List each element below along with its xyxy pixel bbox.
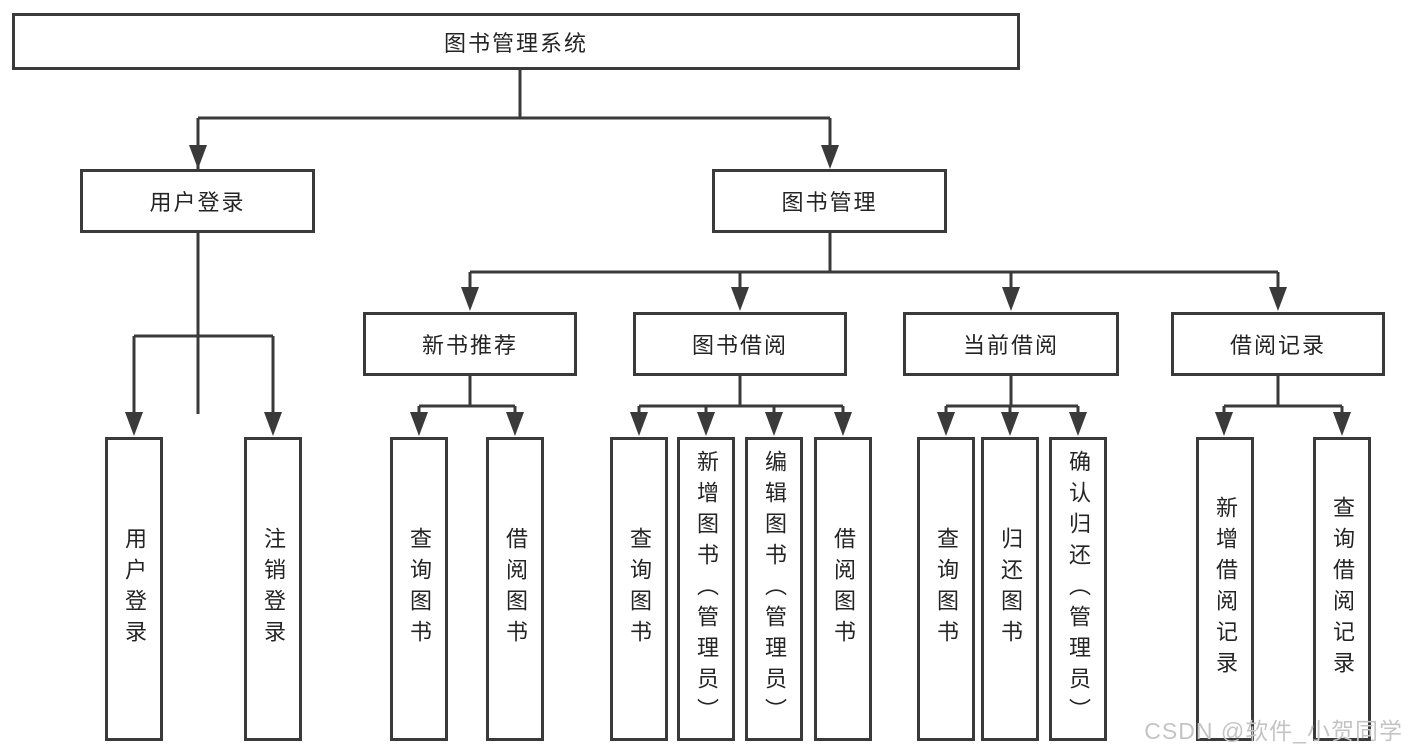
- leaf-label: 查询图书: [934, 527, 959, 651]
- leaf-query-books-current: 查询图书: [917, 437, 975, 741]
- node-book-management-system: 图书管理系统: [12, 13, 1020, 70]
- leaf-label: 注销登录: [261, 527, 286, 651]
- leaf-logout: 注销登录: [244, 437, 302, 741]
- leaf-query-books-borrowing: 查询图书: [610, 437, 668, 741]
- leaf-query-borrow-record: 查询借阅记录: [1313, 437, 1371, 741]
- leaf-label: 查询图书: [627, 527, 652, 651]
- leaf-label: 用户登录: [122, 527, 147, 651]
- leaf-add-book-admin: 新增图书（管理员）: [677, 437, 735, 741]
- leaf-label: 新增借阅记录: [1213, 496, 1238, 682]
- leaf-label: 借阅图书: [503, 527, 528, 651]
- csdn-watermark: CSDN @软件_小贺同学: [1144, 718, 1403, 744]
- leaf-borrow-books-recommend: 借阅图书: [486, 437, 544, 741]
- leaf-label: 新增图书（管理员）: [694, 449, 719, 729]
- node-book-management: 图书管理: [712, 169, 947, 233]
- leaf-borrow-books-borrowing: 借阅图书: [814, 437, 872, 741]
- leaf-label: 归还图书: [998, 527, 1023, 651]
- leaf-user-login: 用户登录: [105, 437, 163, 741]
- leaf-label: 查询借阅记录: [1330, 496, 1355, 682]
- leaf-label: 借阅图书: [831, 527, 856, 651]
- leaf-edit-book-admin: 编辑图书（管理员）: [745, 437, 803, 741]
- leaf-query-books-recommend: 查询图书: [390, 437, 448, 741]
- leaf-label: 查询图书: [407, 527, 432, 651]
- leaf-label: 编辑图书（管理员）: [762, 449, 787, 729]
- leaf-return-books: 归还图书: [981, 437, 1039, 741]
- leaf-add-borrow-record: 新增借阅记录: [1196, 437, 1254, 741]
- node-user-login: 用户登录: [80, 169, 315, 233]
- node-book-borrowing: 图书借阅: [633, 312, 847, 376]
- node-borrowing-records: 借阅记录: [1171, 312, 1385, 376]
- node-new-book-recommend: 新书推荐: [363, 312, 577, 376]
- node-current-borrowing: 当前借阅: [903, 312, 1119, 376]
- leaf-label: 确认归还（管理员）: [1066, 449, 1091, 729]
- leaf-confirm-return-admin: 确认归还（管理员）: [1049, 437, 1107, 741]
